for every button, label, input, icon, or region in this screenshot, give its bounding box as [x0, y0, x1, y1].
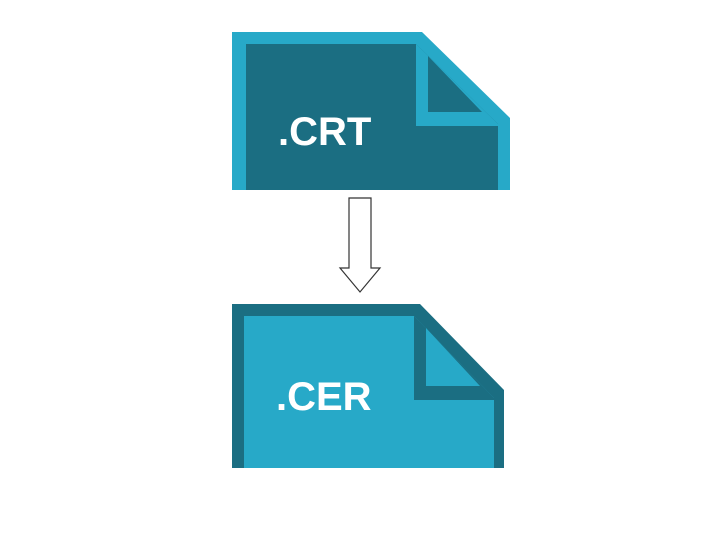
crt-file-label: .CRT: [278, 110, 371, 154]
cer-file-fold: [426, 328, 480, 386]
crt-file-icon: .CRT: [232, 32, 510, 190]
crt-file-fold: [428, 56, 482, 112]
cer-file-icon: .CER: [232, 304, 504, 468]
cer-file-label: .CER: [276, 375, 372, 419]
arrow-down-icon: [338, 197, 382, 293]
conversion-arrow: [338, 197, 382, 293]
